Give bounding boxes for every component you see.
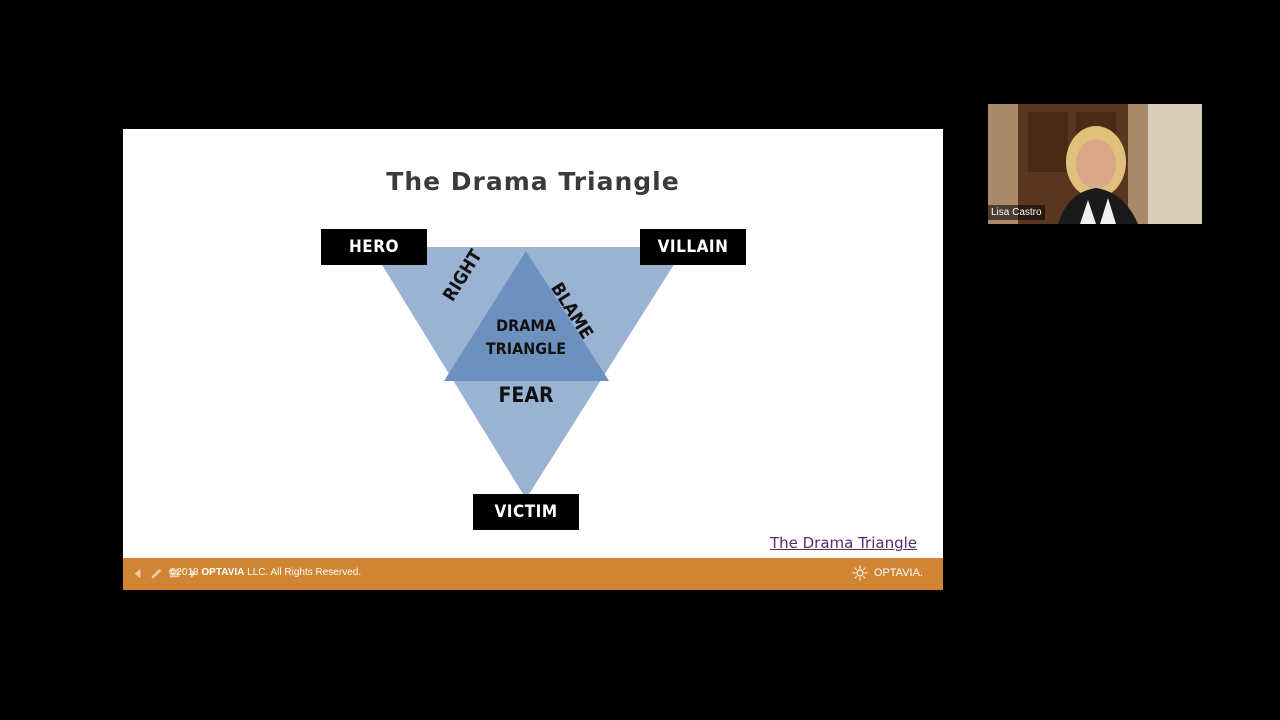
drama-triangle-link[interactable]: The Drama Triangle: [769, 534, 917, 552]
inner-triangle: [444, 251, 609, 381]
shared-slide: The Drama Triangle HERO VILLAIN VICTIM R…: [123, 129, 943, 590]
previous-slide-icon[interactable]: [131, 566, 146, 581]
copyright-brand: OPTAVIA: [201, 567, 245, 578]
footer-copyright: ©2018 OPTAVIA LLC. All Rights Reserved.: [169, 567, 361, 578]
sunburst-logo-icon: [852, 565, 868, 581]
participant-name: Lisa Castro: [988, 205, 1045, 220]
pen-icon[interactable]: [149, 566, 164, 581]
participant-video-tile[interactable]: Lisa Castro: [988, 104, 1202, 224]
participant-video-feed: [988, 104, 1202, 224]
next-slide-icon[interactable]: [185, 566, 200, 581]
optavia-logo: OPTAVIA.: [852, 565, 923, 581]
role-box-hero: HERO: [321, 229, 427, 265]
center-label: DRAMA TRIANGLE: [485, 316, 567, 358]
logo-text: OPTAVIA.: [873, 567, 923, 579]
slide-nav-controls: [131, 566, 200, 581]
slide-footer: ©2018 OPTAVIA LLC. All Rights Reserved. …: [123, 558, 943, 590]
edge-label-fear: FEAR: [498, 383, 554, 407]
copyright-suffix: LLC. All Rights Reserved.: [247, 567, 362, 578]
slide-title: The Drama Triangle: [386, 167, 680, 196]
role-box-victim: VICTIM: [473, 494, 579, 530]
menu-icon[interactable]: [167, 566, 182, 581]
role-box-villain: VILLAIN: [640, 229, 746, 265]
copyright-prefix: ©2018: [169, 567, 199, 578]
drama-triangle-diagram: [371, 247, 685, 499]
